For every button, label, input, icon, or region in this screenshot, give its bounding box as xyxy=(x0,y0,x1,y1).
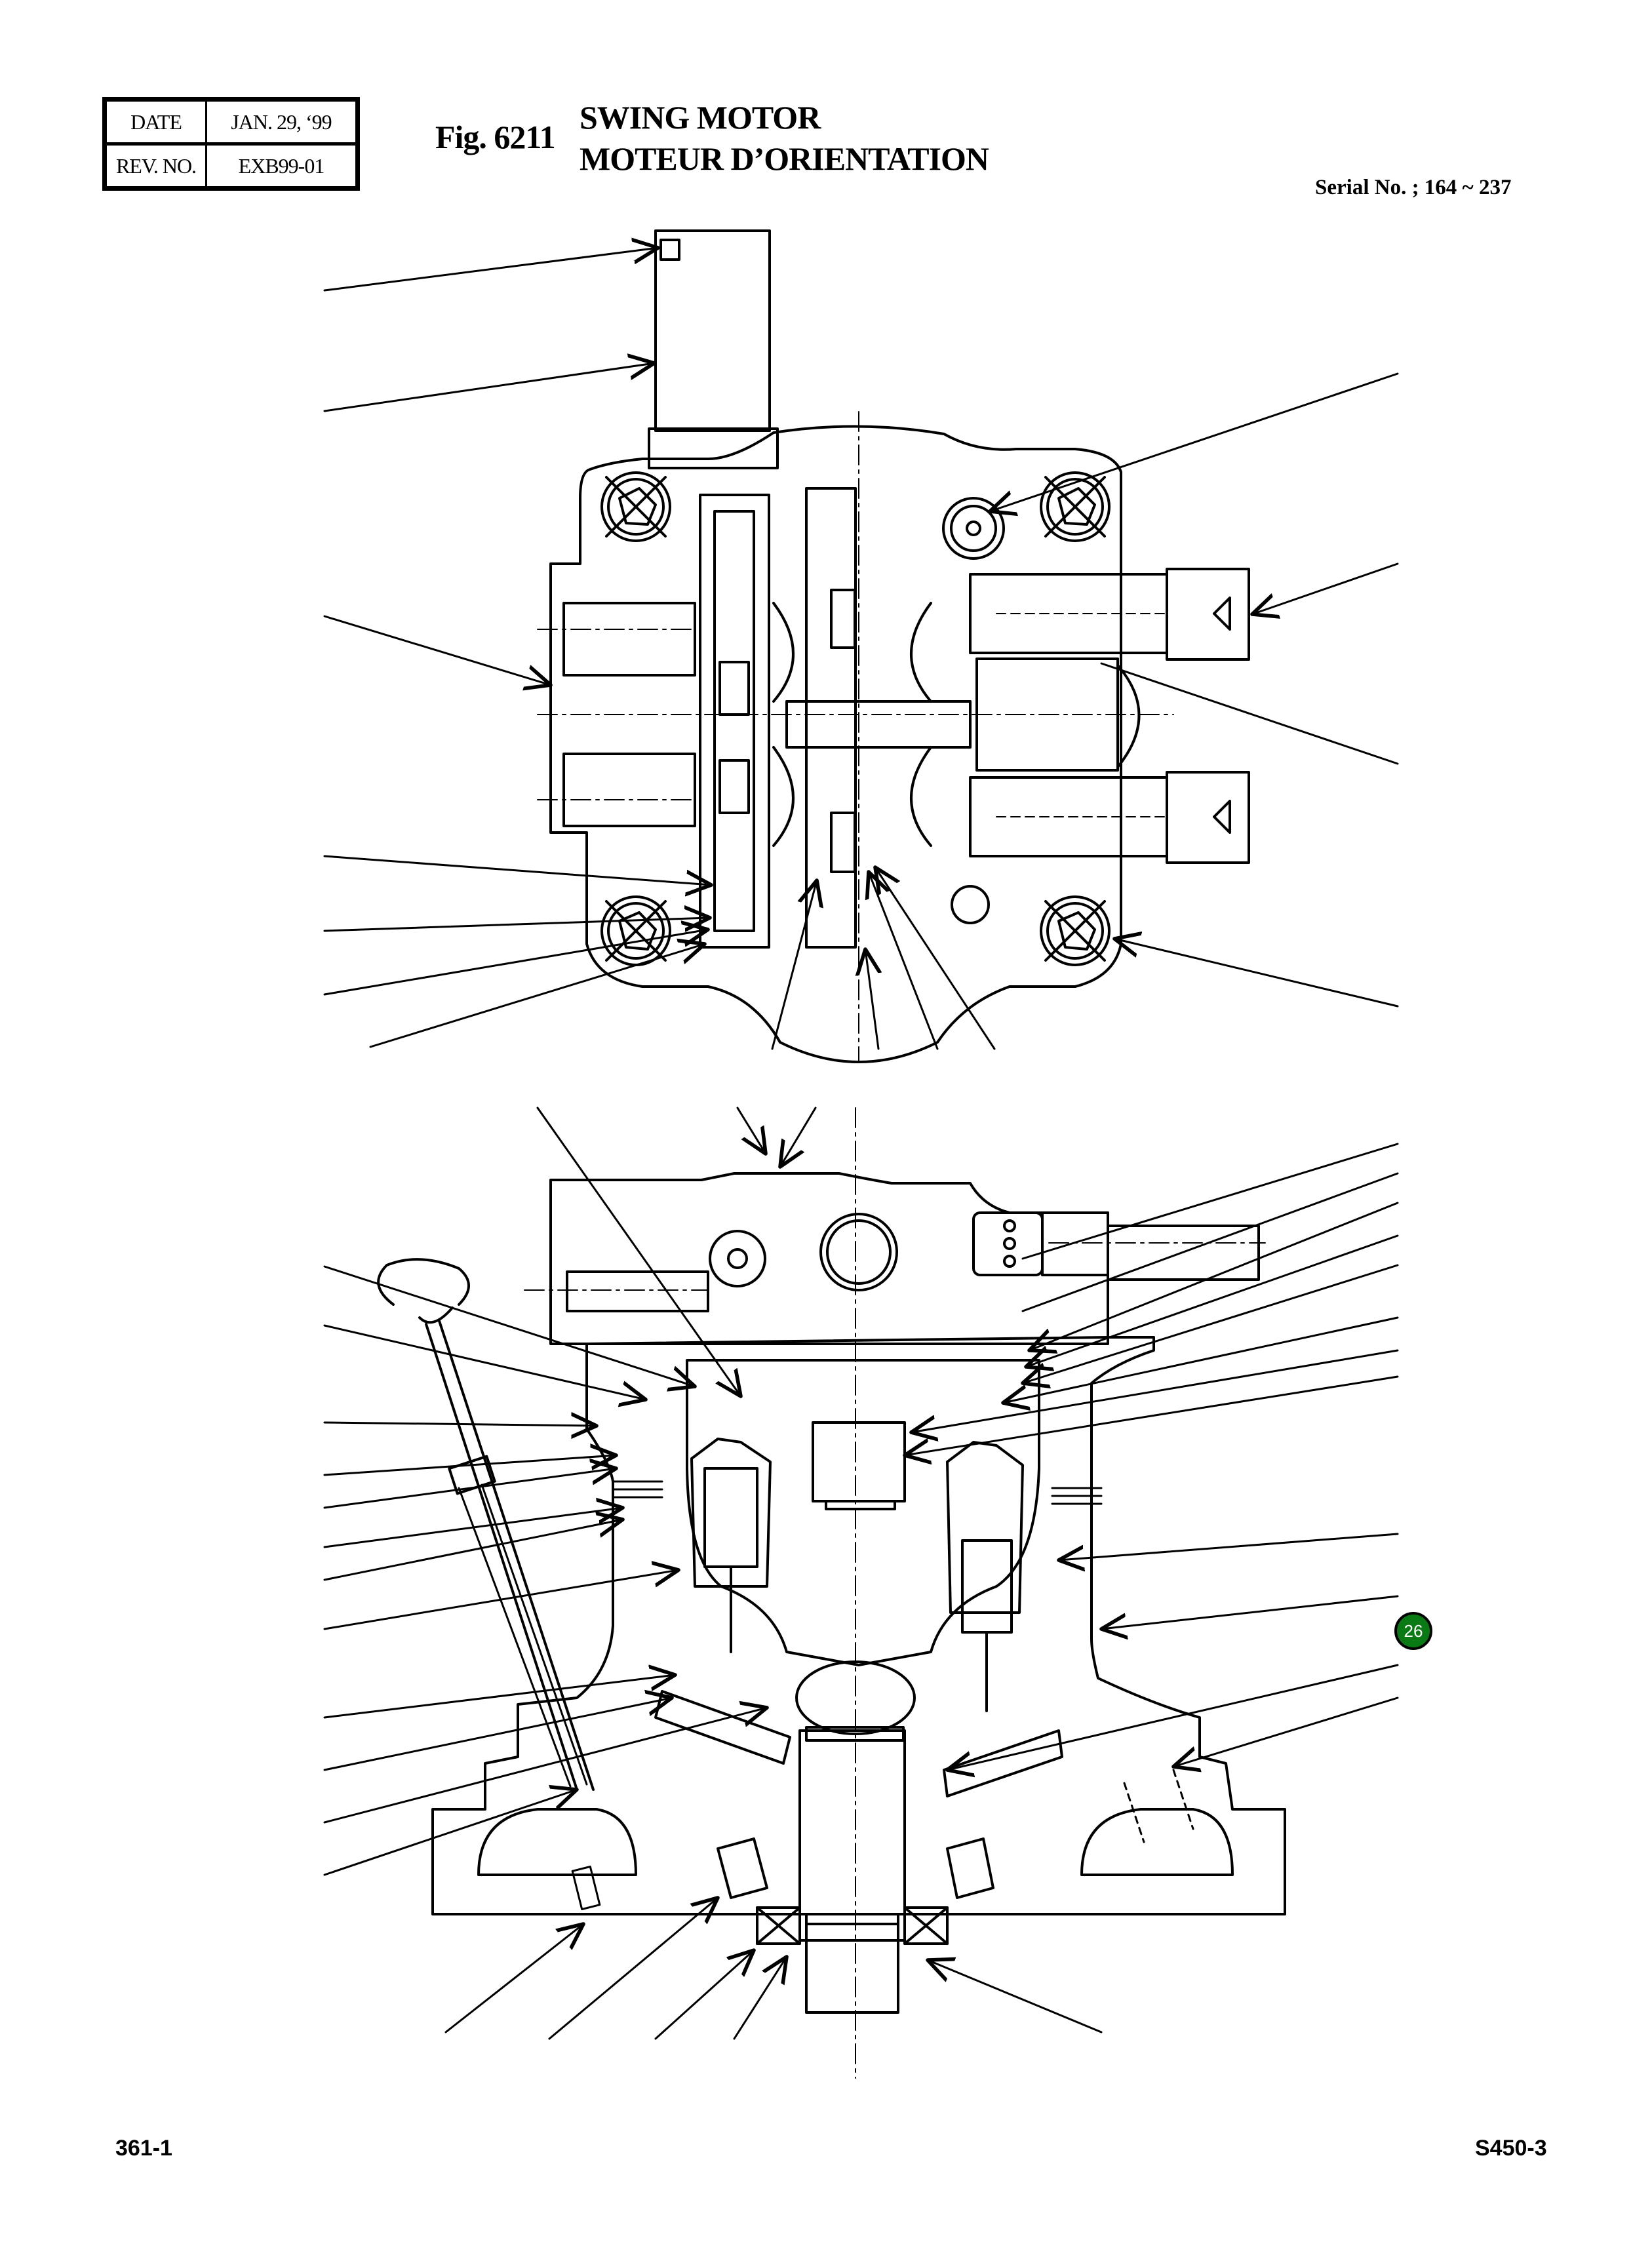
serial-range: Serial No. ; 164 ~ 237 xyxy=(1315,176,1512,199)
date-value: JAN. 29, ‘99 xyxy=(205,98,359,146)
top-view-leaders xyxy=(323,248,1399,1050)
figure-number: Fig. 6211 xyxy=(435,119,556,155)
page-title-english: SWING MOTOR xyxy=(580,99,821,136)
model-number: S450-3 xyxy=(1475,2136,1547,2161)
bottom-view-leaders xyxy=(323,1107,1399,2040)
date-label: DATE xyxy=(104,98,207,146)
revision-info-table: DATE JAN. 29, ‘99 REV. NO. EXB99-01 xyxy=(102,97,360,191)
top-view-drawing xyxy=(323,229,1399,1063)
bottom-view-drawing xyxy=(323,1107,1399,2079)
date-row: DATE JAN. 29, ‘99 xyxy=(104,98,359,146)
page-title-french: MOTEUR D’ORIENTATION xyxy=(580,140,989,177)
rev-label: REV. NO. xyxy=(104,143,207,189)
page-number: 361-1 xyxy=(115,2136,172,2161)
rev-value: EXB99-01 xyxy=(205,143,359,189)
part-callout-badge[interactable]: 26 xyxy=(1394,1612,1432,1650)
rev-row: REV. NO. EXB99-01 xyxy=(104,143,359,189)
